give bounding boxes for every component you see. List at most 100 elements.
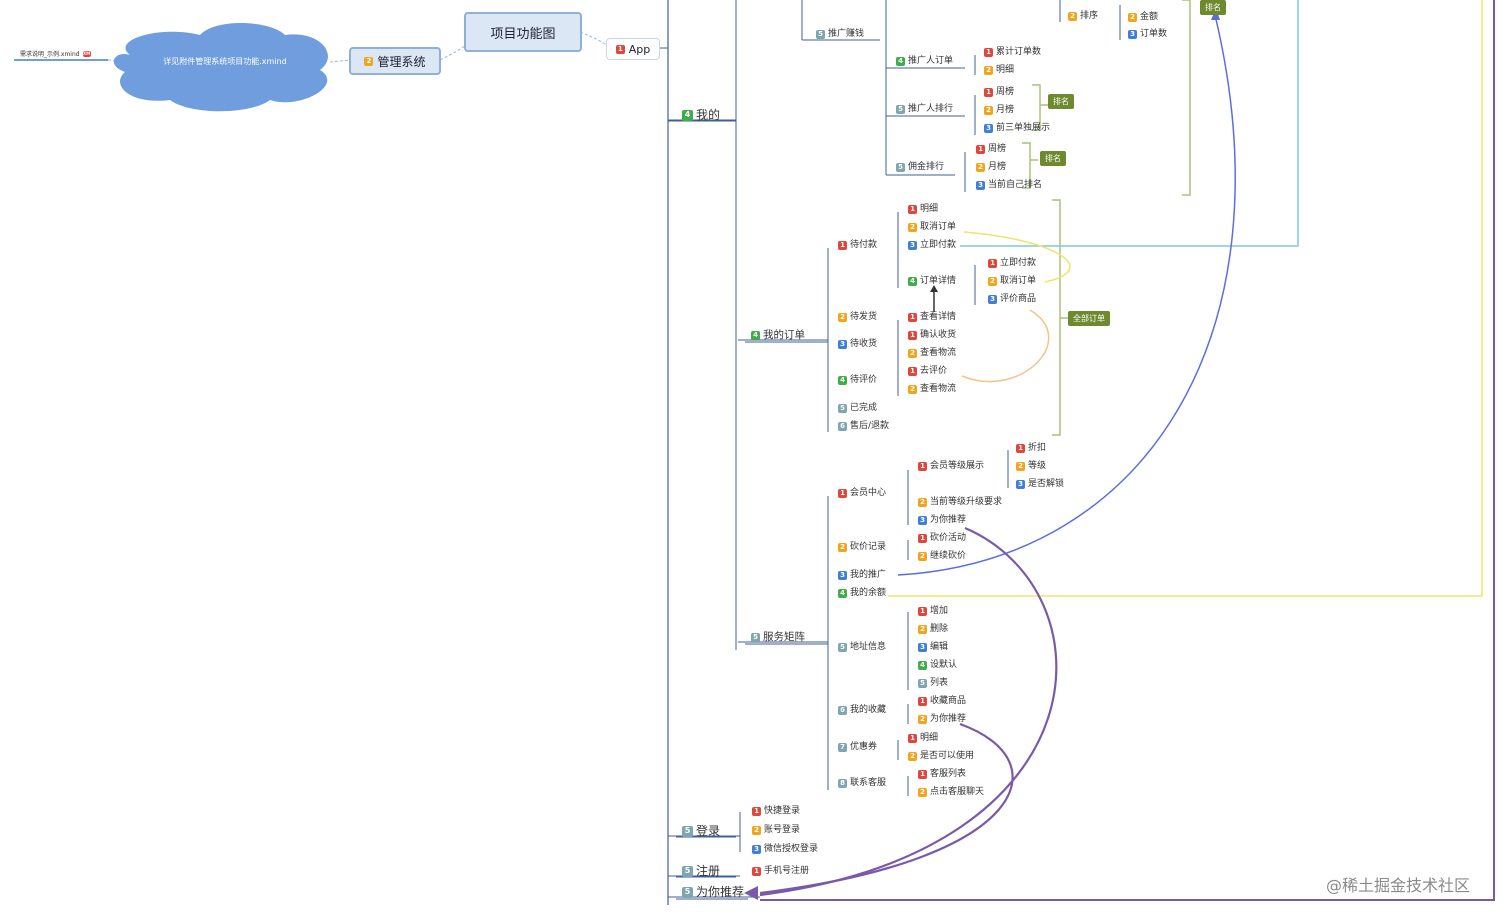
node-label: 是否解锁 bbox=[1028, 478, 1065, 489]
priority-icon: 1 bbox=[908, 330, 917, 340]
node-label: 取消订单 bbox=[920, 221, 957, 232]
node-label: 订单详情 bbox=[920, 275, 957, 286]
priority-icon: 3 bbox=[984, 123, 993, 133]
central-topic-label: 项目功能图 bbox=[490, 26, 556, 42]
priority-icon: 2 bbox=[908, 384, 917, 394]
priority-icon: 1 bbox=[988, 258, 997, 268]
priority-icon: 3 bbox=[838, 339, 847, 349]
priority-icon: 6 bbox=[838, 421, 847, 431]
central-topic[interactable]: 项目功能图 bbox=[464, 12, 582, 52]
xmind-file-icon: XM bbox=[82, 50, 91, 57]
root-file-label[interactable]: 需求说明_示例.xmind XM bbox=[20, 49, 91, 58]
cloud-text: 详见附件管理系统项目功能.xmind bbox=[163, 57, 287, 66]
node-label: 我的余额 bbox=[850, 587, 887, 598]
priority-5-icon: 5 bbox=[682, 825, 693, 837]
priority-icon: 4 bbox=[896, 56, 905, 66]
node-management-system[interactable]: 2 管理系统 bbox=[349, 47, 441, 75]
priority-icon: 3 bbox=[988, 294, 997, 304]
node-label: 推广人订单 bbox=[908, 55, 954, 66]
watermark: @稀土掘金技术社区 bbox=[1326, 876, 1471, 895]
priority-icon: 1 bbox=[984, 47, 993, 57]
tag-top-rank: 排名 bbox=[1200, 0, 1226, 15]
priority-icon: 1 bbox=[908, 204, 917, 214]
node-label: 立即付款 bbox=[1000, 257, 1037, 268]
priority-icon: 2 bbox=[984, 105, 993, 115]
priority-icon: 2 bbox=[752, 825, 761, 835]
node-label: 点击客服聊天 bbox=[930, 786, 985, 797]
node-app[interactable]: 1 App bbox=[606, 38, 660, 60]
priority-icon: 1 bbox=[918, 769, 927, 779]
